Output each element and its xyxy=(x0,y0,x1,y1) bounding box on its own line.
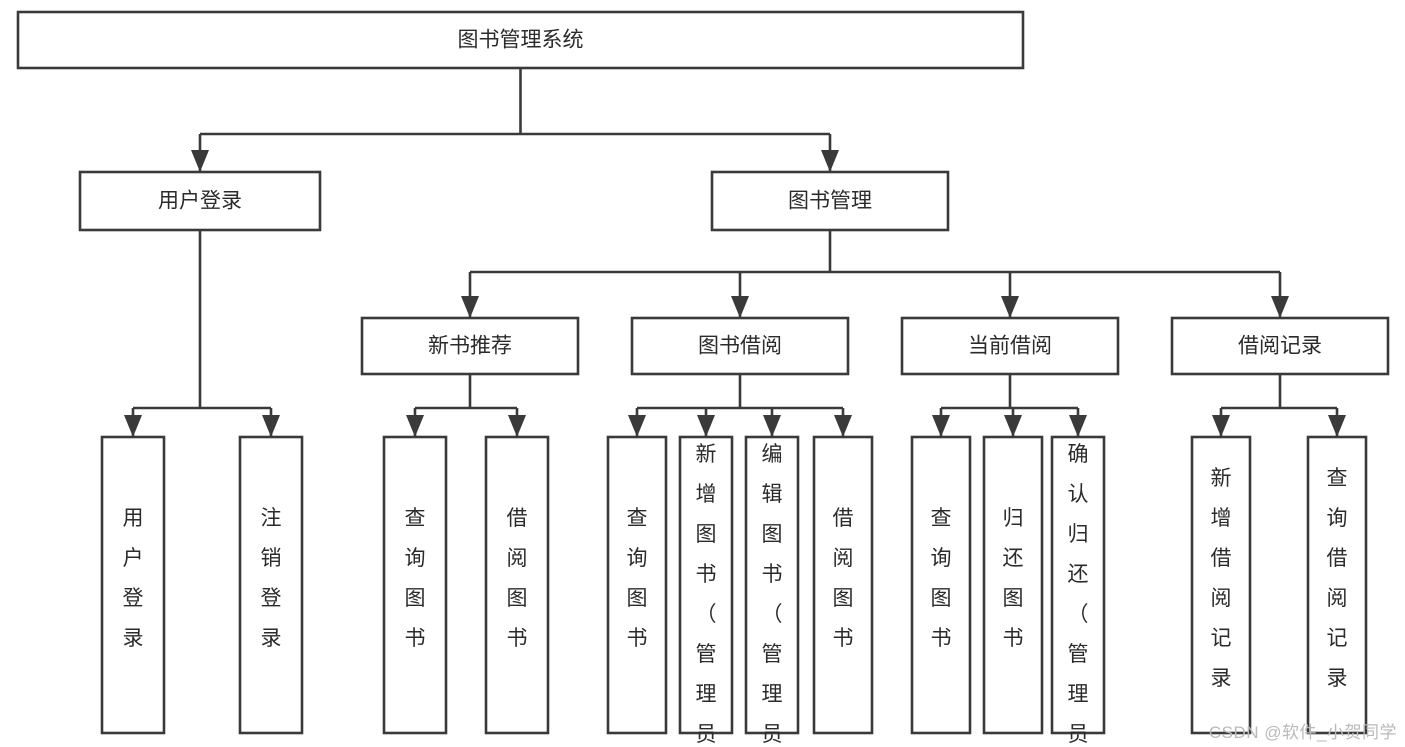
node-borrow-record[interactable]: 借阅记录 xyxy=(1170,316,1390,376)
node-label: 新增借阅记录 xyxy=(1211,467,1232,690)
arrow-head-icon xyxy=(1328,415,1346,437)
node-leaf-add-borrow-record[interactable]: 新增借阅记录 xyxy=(1190,435,1252,735)
arrow-head-icon xyxy=(191,150,209,172)
node-leaf-borrow-book[interactable]: 借阅图书 xyxy=(812,435,874,735)
arrow-head-icon xyxy=(1001,296,1019,318)
node-label: 当前借阅 xyxy=(968,335,1052,358)
node-box xyxy=(1170,316,1390,376)
node-box xyxy=(900,316,1120,376)
node-box xyxy=(606,435,668,735)
arrow-head-icon xyxy=(697,415,715,437)
node-box xyxy=(910,435,972,735)
node-label: 确认归还（管理员） xyxy=(1068,443,1089,747)
node-box xyxy=(78,170,322,232)
arrow-head-icon xyxy=(731,296,749,318)
node-leaf-query-book-borrow[interactable]: 查询图书 xyxy=(606,435,668,735)
node-leaf-query-book-rec[interactable]: 查询图书 xyxy=(382,435,448,735)
node-current-borrow[interactable]: 当前借阅 xyxy=(900,316,1120,376)
connectors-layer xyxy=(124,68,1346,437)
node-label: 借阅记录 xyxy=(1238,335,1322,358)
node-label: 用户登录 xyxy=(123,507,144,650)
node-label: 查询图书 xyxy=(627,507,648,650)
node-box xyxy=(630,316,850,376)
node-book-management[interactable]: 图书管理 xyxy=(710,170,950,232)
node-label: 图书管理系统 xyxy=(458,29,584,52)
node-label: 新增图书（管理员） xyxy=(696,443,717,747)
node-box xyxy=(1306,435,1368,735)
node-new-book-recommend[interactable]: 新书推荐 xyxy=(360,316,580,376)
node-leaf-add-book-admin[interactable]: 新增图书（管理员） xyxy=(678,435,734,747)
node-box xyxy=(710,170,950,232)
node-label: 归还图书 xyxy=(1003,507,1024,650)
node-label: 查询图书 xyxy=(931,507,952,650)
node-leaf-borrow-book-rec[interactable]: 借阅图书 xyxy=(484,435,550,735)
node-label: 编辑图书（管理员） xyxy=(762,443,783,747)
node-label: 借阅图书 xyxy=(833,507,854,650)
node-label: 新书推荐 xyxy=(428,335,512,358)
node-box xyxy=(982,435,1044,735)
arrow-head-icon xyxy=(461,296,479,318)
node-box xyxy=(812,435,874,735)
node-box xyxy=(360,316,580,376)
node-root[interactable]: 图书管理系统 xyxy=(16,10,1025,70)
node-leaf-return-book[interactable]: 归还图书 xyxy=(982,435,1044,735)
arrow-head-icon xyxy=(821,150,839,172)
arrow-head-icon xyxy=(1212,415,1230,437)
node-box xyxy=(1190,435,1252,735)
arrow-head-icon xyxy=(508,415,526,437)
node-box xyxy=(382,435,448,735)
node-leaf-confirm-return-admin[interactable]: 确认归还（管理员） xyxy=(1050,435,1106,747)
node-box xyxy=(238,435,304,735)
csdn-watermark: CSDN @软件_小贺同学 xyxy=(1208,723,1397,742)
arrow-head-icon xyxy=(1271,296,1289,318)
arrow-head-icon xyxy=(406,415,424,437)
node-label: 图书管理 xyxy=(788,190,872,213)
node-leaf-user-login[interactable]: 用户登录 xyxy=(100,435,166,735)
node-label: 查询图书 xyxy=(405,507,426,650)
arrow-head-icon xyxy=(834,415,852,437)
node-label: 注销登录 xyxy=(261,507,282,650)
node-label: 借阅图书 xyxy=(507,507,528,650)
node-box xyxy=(744,435,800,735)
arrow-head-icon xyxy=(124,415,142,437)
arrow-head-icon xyxy=(262,415,280,437)
node-label: 查询借阅记录 xyxy=(1327,467,1348,690)
arrow-head-icon xyxy=(763,415,781,437)
node-box xyxy=(678,435,734,735)
node-label: 图书借阅 xyxy=(698,335,782,358)
arrow-head-icon xyxy=(1069,415,1087,437)
nodes-layer: 图书管理系统用户登录图书管理新书推荐图书借阅当前借阅借阅记录用户登录注销登录查询… xyxy=(16,10,1390,747)
node-leaf-edit-book-admin[interactable]: 编辑图书（管理员） xyxy=(744,435,800,747)
node-box xyxy=(16,10,1025,70)
node-box xyxy=(1050,435,1106,735)
node-leaf-query-book-current[interactable]: 查询图书 xyxy=(910,435,972,735)
arrow-head-icon xyxy=(932,415,950,437)
node-leaf-logout-login[interactable]: 注销登录 xyxy=(238,435,304,735)
node-label: 用户登录 xyxy=(158,190,242,213)
arrow-head-icon xyxy=(628,415,646,437)
arrow-head-icon xyxy=(1004,415,1022,437)
node-box xyxy=(484,435,550,735)
node-user-login[interactable]: 用户登录 xyxy=(78,170,322,232)
node-box xyxy=(100,435,166,735)
node-leaf-query-borrow-record[interactable]: 查询借阅记录 xyxy=(1306,435,1368,735)
node-book-borrow[interactable]: 图书借阅 xyxy=(630,316,850,376)
